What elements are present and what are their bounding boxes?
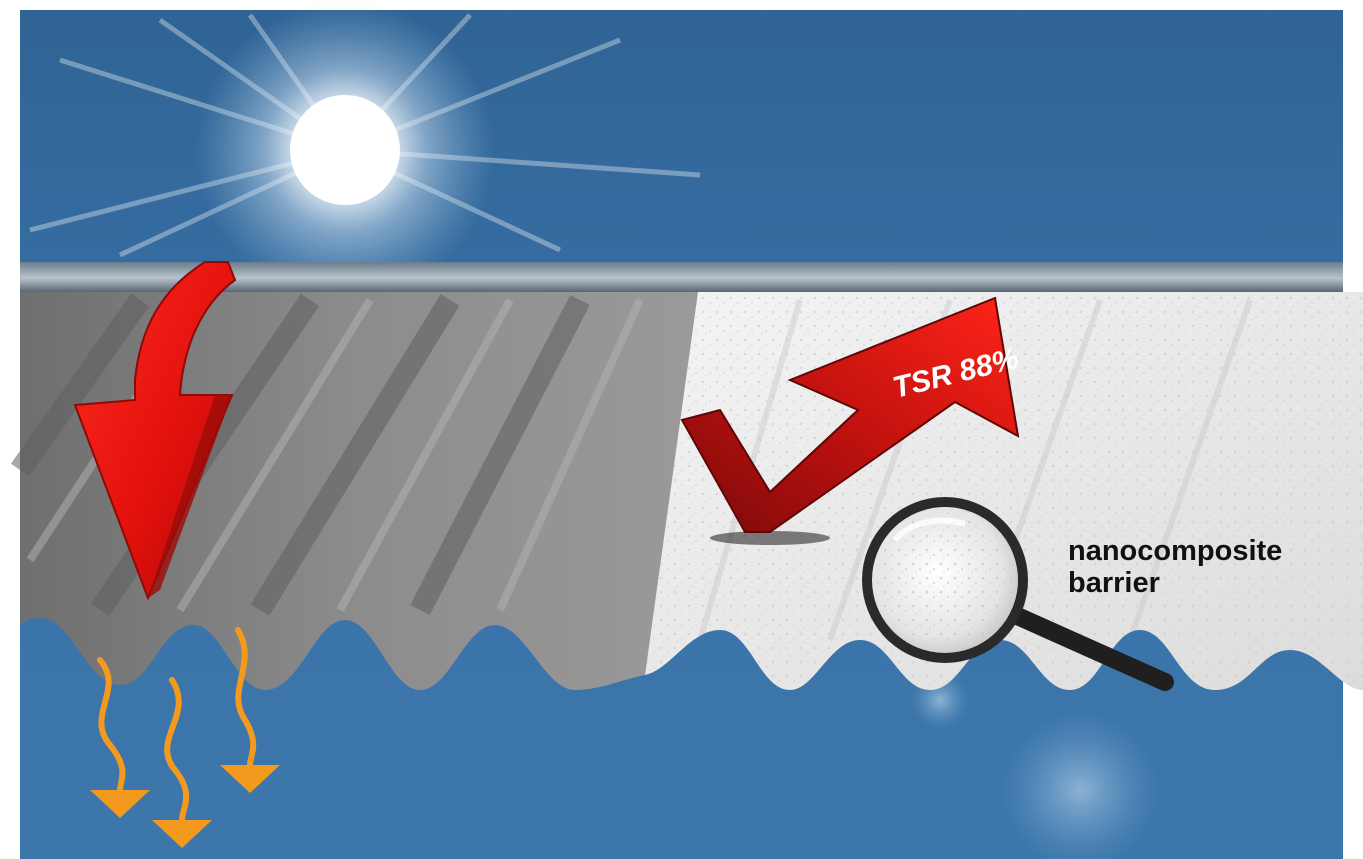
frame-left — [0, 0, 20, 859]
barrier-label-line2: barrier — [1068, 567, 1160, 599]
frame-top — [0, 0, 1363, 10]
barrier-label-line1: nanocomposite — [1068, 535, 1282, 567]
